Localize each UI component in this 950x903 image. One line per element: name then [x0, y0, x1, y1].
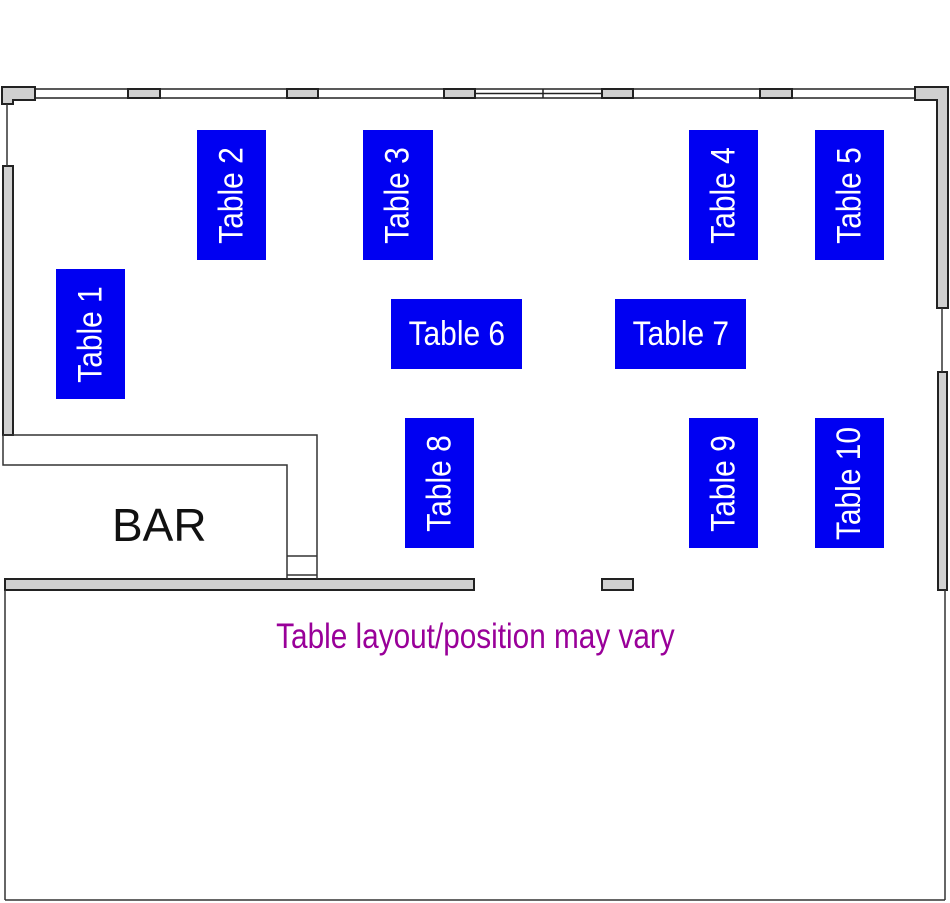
table-label: Table 10	[830, 426, 869, 540]
table-9[interactable]: Table 9	[689, 418, 758, 548]
table-6[interactable]: Table 6	[391, 299, 522, 369]
layout-note-text: Table layout/position may vary	[275, 617, 675, 656]
table-3[interactable]: Table 3	[363, 130, 433, 260]
bar-counter-outer	[3, 434, 318, 579]
mullion	[286, 88, 319, 99]
layout-note: Table layout/position may vary	[0, 617, 950, 657]
mullion	[127, 88, 161, 99]
bar-front-wall	[4, 578, 475, 591]
table-label: Table 4	[704, 146, 743, 244]
table-7[interactable]: Table 7	[615, 299, 746, 369]
table-1[interactable]: Table 1	[56, 269, 125, 399]
table-label: Table 6	[408, 314, 505, 353]
bar-counter-inner	[2, 435, 288, 579]
mullion	[601, 88, 634, 99]
right-wall-lower	[937, 371, 948, 591]
table-label: Table 1	[71, 285, 110, 383]
table-5[interactable]: Table 5	[815, 130, 884, 260]
table-label: Table 5	[830, 146, 869, 244]
right-wall-upper	[914, 86, 949, 309]
table-label: Table 9	[704, 434, 743, 532]
corner-top-left	[1, 86, 36, 105]
table-4[interactable]: Table 4	[689, 130, 758, 260]
bar-label: BAR	[112, 499, 207, 551]
left-wall	[2, 165, 14, 436]
table-label: Table 7	[632, 314, 729, 353]
mullion	[759, 88, 793, 99]
table-label: Table 8	[420, 434, 459, 532]
table-label: Table 2	[212, 146, 251, 244]
table-10[interactable]: Table 10	[815, 418, 884, 548]
mullion	[443, 88, 476, 99]
table-label: Table 3	[378, 146, 417, 244]
table-8[interactable]: Table 8	[405, 418, 474, 548]
pillar	[601, 578, 634, 591]
table-2[interactable]: Table 2	[197, 130, 266, 260]
